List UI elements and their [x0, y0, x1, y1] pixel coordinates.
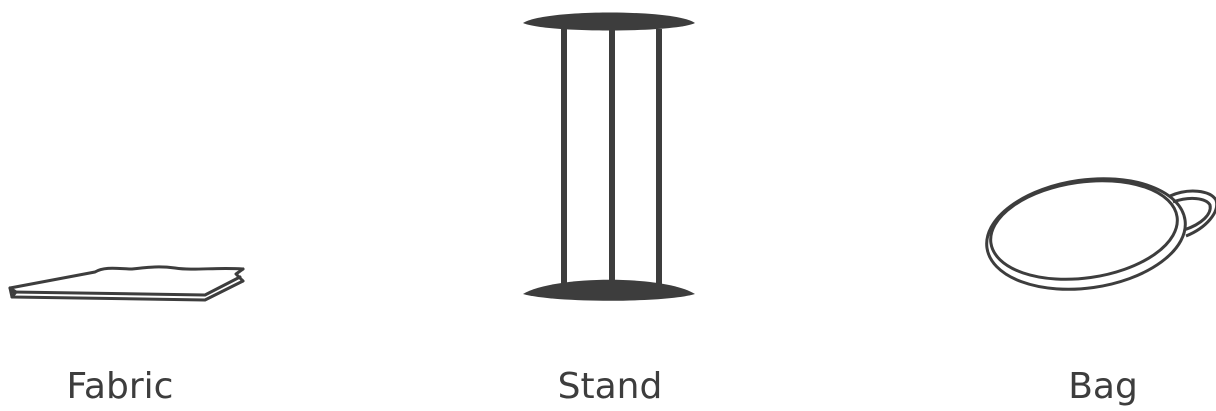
fabric-label: Fabric — [40, 364, 200, 410]
stand-top-disc — [523, 13, 695, 31]
stand-rod-right — [656, 29, 662, 285]
folded-fabric-icon — [0, 255, 260, 315]
bag-label: Bag — [1023, 364, 1183, 410]
stand-icon — [515, 5, 705, 315]
stand-rod-left — [561, 29, 567, 285]
stand-label: Stand — [530, 364, 690, 410]
bag-icon — [980, 170, 1216, 300]
stand-rod-middle — [609, 29, 615, 283]
